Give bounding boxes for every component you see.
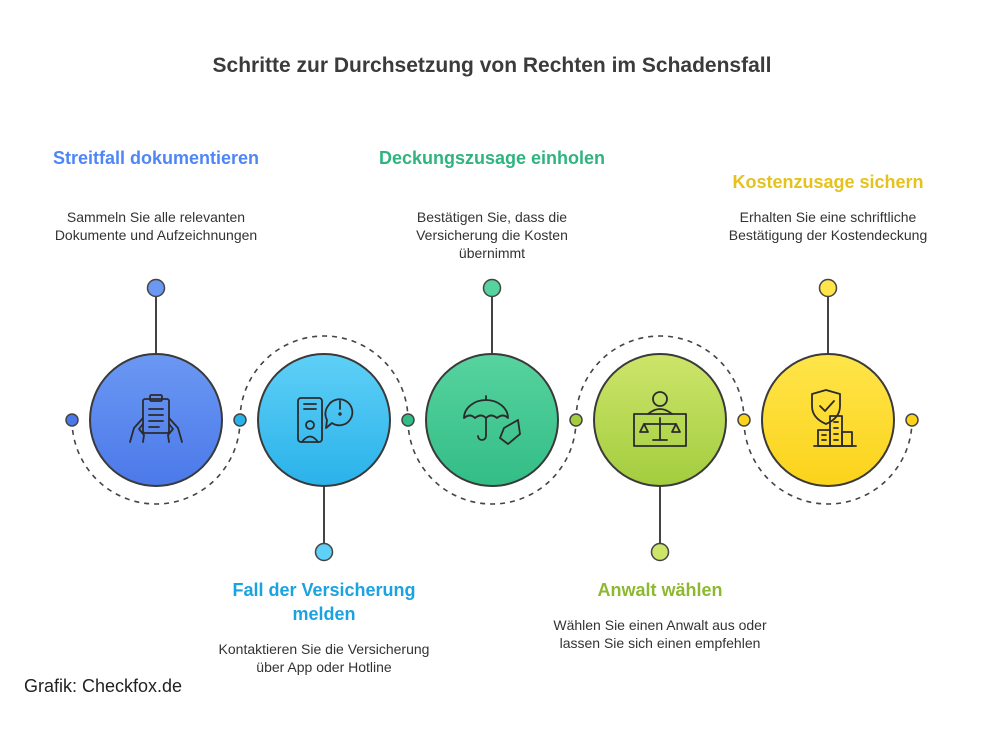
- step-2-title: Fall der Versicherung melden: [232, 580, 416, 624]
- step-circle-5: [761, 353, 895, 487]
- stem-end-dot: [314, 542, 334, 562]
- step-4-description: Wählen Sie einen Anwalt aus oder lassen …: [553, 617, 767, 651]
- stem-end-dot: [650, 542, 670, 562]
- dashed-connector-path: [71, 335, 913, 505]
- junction-dot: [905, 413, 919, 427]
- stem-end-dot: [146, 278, 166, 298]
- step-1-description: Sammeln Sie alle relevanten Dokumente un…: [54, 209, 258, 243]
- junction-dot: [737, 413, 751, 427]
- stem-end-dot: [818, 278, 838, 298]
- step-circle-2: [257, 353, 391, 487]
- step-4-title: Anwalt wählen: [597, 580, 723, 600]
- junction-dot: [401, 413, 415, 427]
- junction-dot: [233, 413, 247, 427]
- shield-building-icon: [811, 389, 857, 447]
- lawyer-scales-icon: [633, 391, 687, 447]
- step-3-description: Bestätigen Sie, dass die Versicherung di…: [416, 209, 568, 261]
- junction-dot: [65, 413, 79, 427]
- clipboard-in-hands-icon: [129, 394, 183, 443]
- junction-dot: [569, 413, 583, 427]
- step-5-title: Kostenzusage sichern: [732, 172, 924, 192]
- credit-text: Grafik: Checkfox.de: [24, 676, 183, 696]
- step-1-title: Streitfall dokumentieren: [52, 148, 260, 168]
- step-5-description: Erhalten Sie eine schriftliche Bestätigu…: [728, 209, 928, 243]
- step-circle-3: [425, 353, 559, 487]
- umbrella-hand-icon: [463, 395, 521, 445]
- stem-end-dot: [482, 278, 502, 298]
- step-circle-1: [89, 353, 223, 487]
- diagram-title: Schritte zur Durchsetzung von Rechten im…: [212, 54, 772, 77]
- step-2-description: Kontaktieren Sie die Versicherung über A…: [218, 641, 430, 675]
- step-3-title: Deckungszusage einholen: [378, 148, 606, 168]
- phone-alert-icon: [297, 397, 354, 443]
